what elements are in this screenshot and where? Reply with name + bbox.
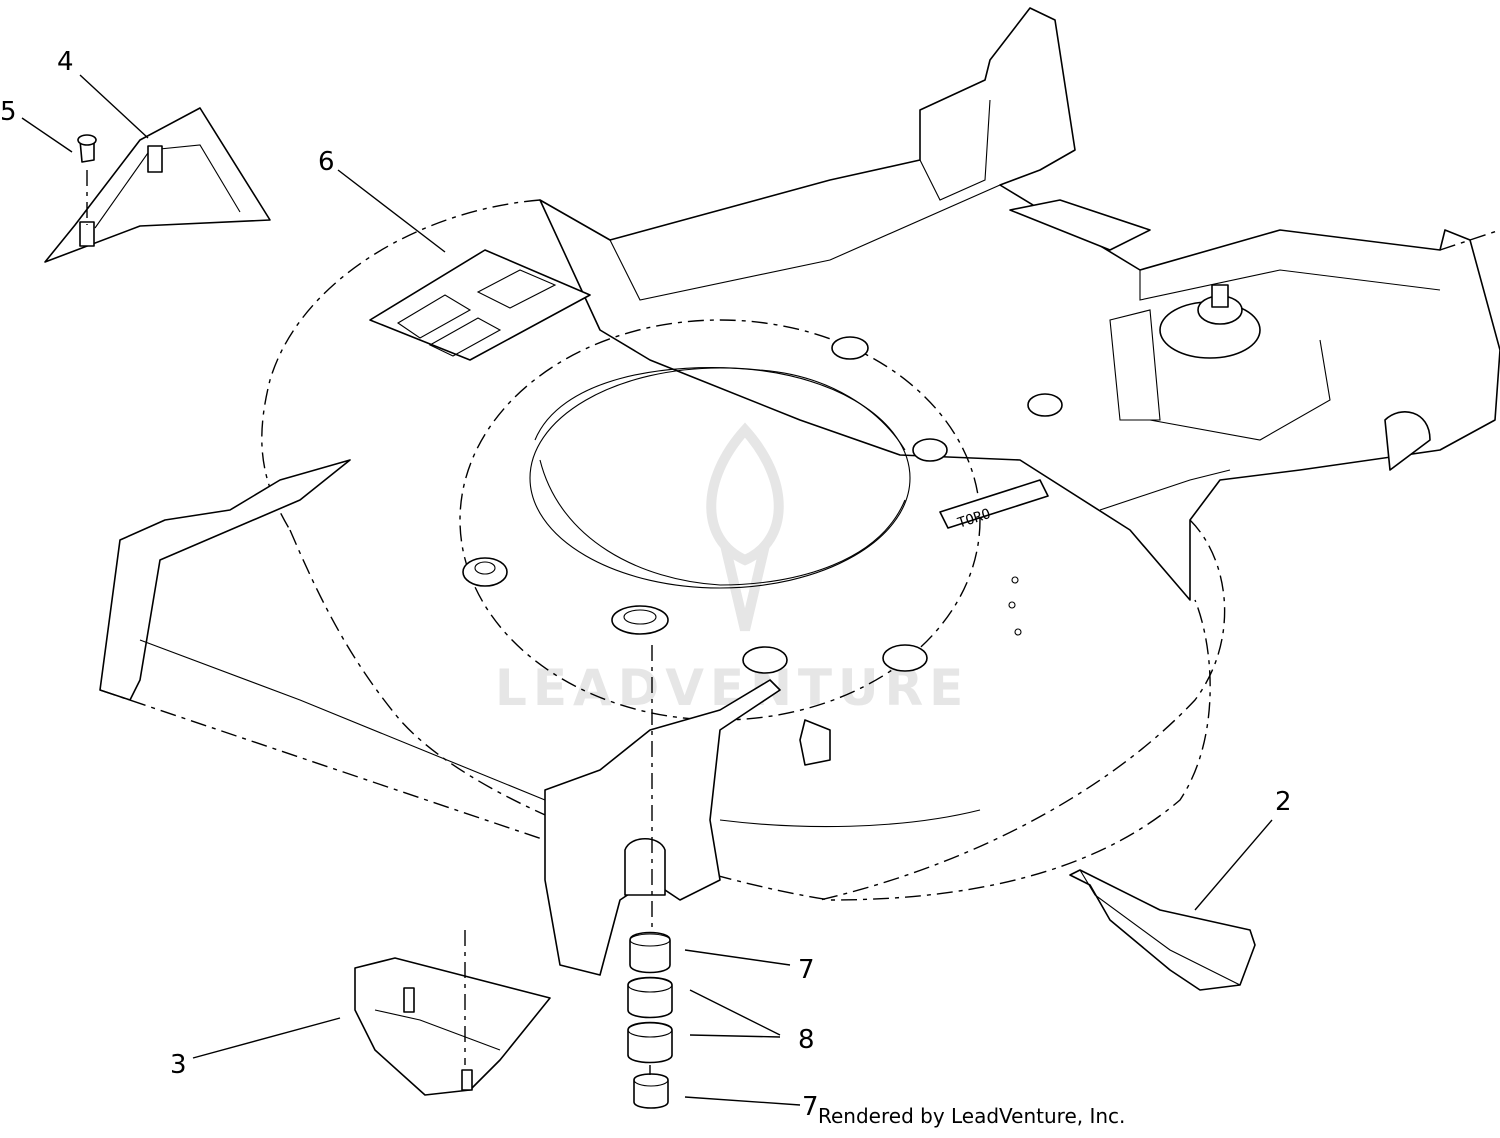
watermark-flame-icon xyxy=(706,422,784,632)
callout-5: 5 xyxy=(0,97,17,127)
credit-text: Rendered by LeadVenture, Inc. xyxy=(818,1104,1125,1128)
callout-7-lower: 7 xyxy=(802,1092,819,1122)
part-2-side-deflector xyxy=(1069,869,1256,991)
callout-3: 3 xyxy=(170,1050,187,1080)
leader-4 xyxy=(79,74,149,139)
part-5-screw xyxy=(77,134,97,225)
leader-3 xyxy=(192,1017,341,1059)
callout-7-upper: 7 xyxy=(798,955,815,985)
part-4-rear-deflector xyxy=(44,107,271,263)
part-3-front-deflector xyxy=(354,930,551,1096)
part-6-decal xyxy=(369,249,591,361)
leader-7a xyxy=(684,949,791,966)
leader-8b xyxy=(689,1034,781,1038)
leader-5 xyxy=(21,117,73,153)
leader-6 xyxy=(337,169,446,253)
leader-7b xyxy=(684,1096,801,1106)
callouts: 4 5 6 2 7 8 3 7 xyxy=(0,47,1292,1122)
callout-2: 2 xyxy=(1275,787,1292,817)
callout-4: 4 xyxy=(57,47,74,77)
leader-2 xyxy=(1194,819,1273,911)
mower-deck: TORO xyxy=(99,7,1500,976)
leader-lines xyxy=(21,74,1273,1106)
callout-6: 6 xyxy=(318,147,335,177)
bushing-stack xyxy=(627,645,673,1109)
leader-8a xyxy=(689,989,781,1036)
watermark: LEADVENTURE xyxy=(495,422,963,717)
callout-8: 8 xyxy=(798,1025,815,1055)
